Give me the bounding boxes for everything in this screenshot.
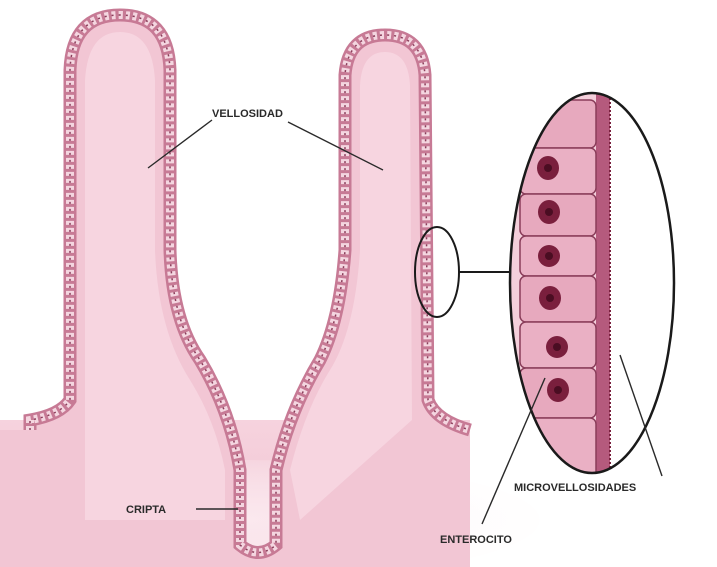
left-villus-core [85, 32, 225, 520]
magnified-view [510, 90, 674, 490]
label-crypt: CRIPTA [126, 504, 166, 516]
label-villus: VELLOSIDAD [212, 108, 283, 120]
label-enterocyte: ENTEROCITO [440, 534, 512, 546]
label-microvilli: MICROVELLOSIDADES [514, 482, 636, 494]
